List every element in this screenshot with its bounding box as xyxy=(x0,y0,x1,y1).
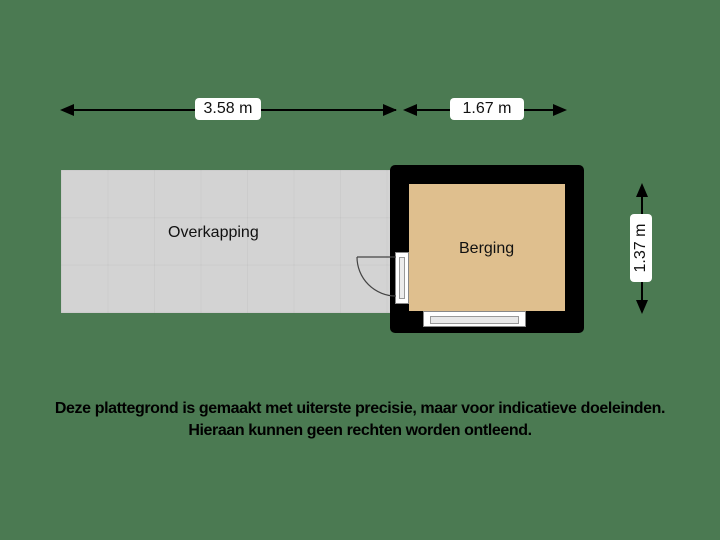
disclaimer-line-2: Hieraan kunnen geen rechten worden ontle… xyxy=(188,422,532,439)
arrow-right-icon xyxy=(553,104,567,116)
arrow-down-icon xyxy=(636,300,648,314)
room-label-overkapping: Overkapping xyxy=(168,224,259,241)
room-berging xyxy=(409,184,565,311)
arrow-up-icon xyxy=(636,183,648,197)
disclaimer-line-1: Deze plattegrond is gemaakt met uiterste… xyxy=(54,400,666,417)
room-label-berging: Berging xyxy=(459,240,515,257)
door-swing-icon xyxy=(356,256,397,297)
arrow-left-icon xyxy=(60,104,74,116)
door-frame xyxy=(395,252,409,304)
room-overkapping xyxy=(61,170,395,313)
dimension-label: 3.58 m xyxy=(195,98,261,120)
arrow-left-icon xyxy=(403,104,417,116)
arrow-right-icon xyxy=(383,104,397,116)
dimension-label: 1.67 m xyxy=(450,98,524,120)
window xyxy=(423,311,526,327)
dimension-label-box: 1.37 m xyxy=(630,214,652,282)
dimension-label: 1.37 m xyxy=(632,223,649,273)
